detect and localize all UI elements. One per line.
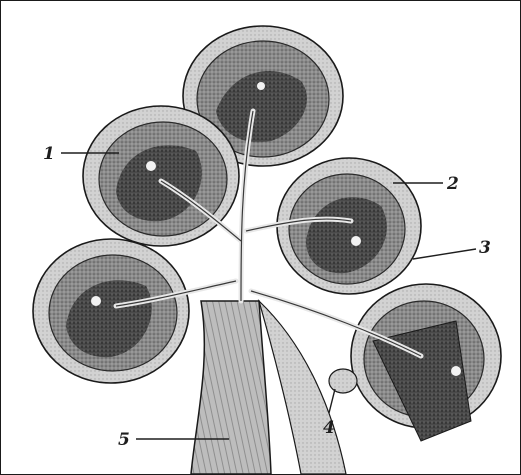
- lobe-lower-left: [33, 239, 189, 383]
- lobe-middle-right: [277, 158, 421, 294]
- lobe-upper-left: [83, 106, 239, 246]
- callout-2: 2: [446, 174, 459, 194]
- lobe-lower-right: [351, 284, 501, 441]
- callout-5: 5: [118, 430, 130, 450]
- callout-3: 3: [479, 238, 491, 258]
- callout-1: 1: [43, 144, 55, 164]
- knob-structure: [329, 369, 357, 393]
- callout-4: 4: [323, 418, 335, 438]
- trunk: [191, 301, 271, 474]
